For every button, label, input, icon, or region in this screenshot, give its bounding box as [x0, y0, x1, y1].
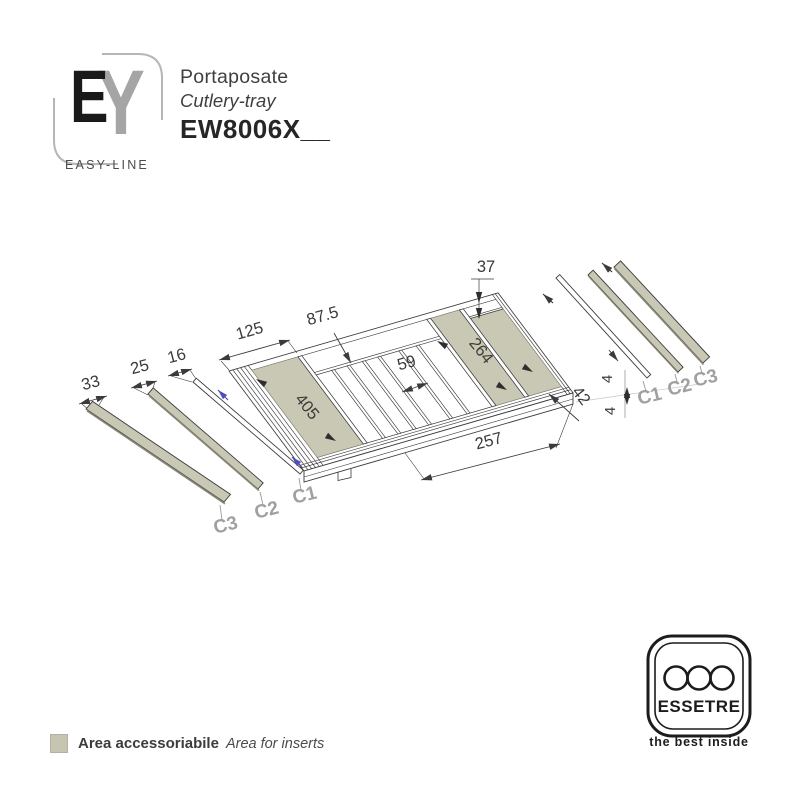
strip-label-right-c1: C1 — [635, 383, 664, 409]
dim-87-5: 87.5 — [305, 303, 341, 329]
logo-circle-icon — [663, 665, 689, 691]
tray-dividers — [297, 308, 530, 445]
dim-257: 257 — [473, 429, 504, 454]
dim-42: 42 — [568, 383, 593, 409]
side-strips-left — [85, 377, 304, 505]
dim-4-top: 4 — [599, 375, 616, 383]
dim-33: 33 — [80, 372, 102, 394]
model-code: EW8006X__ — [180, 114, 331, 144]
essetre-logo-icon: ESSETRE the best inside — [646, 634, 752, 749]
strip-label-left-c2: C2 — [252, 498, 281, 524]
legend-label-italian: Area accessoriabile — [78, 735, 219, 752]
strip-leaders-right — [642, 365, 703, 392]
tray-body — [228, 292, 574, 472]
legend-label-english: Area for inserts — [225, 735, 325, 752]
logo-letter-y: Y — [97, 52, 145, 154]
logo-letter-e: E — [70, 55, 109, 138]
strip-insert-arrows-right — [542, 262, 613, 304]
insert-area-swatch — [50, 734, 68, 753]
logo-easy-line-label: EASY-LINE — [65, 158, 149, 172]
strip-label-right-c2: C2 — [665, 375, 694, 401]
essetre-logo: ESSETRE the best inside — [645, 632, 757, 765]
dim-16: 16 — [166, 345, 188, 367]
easy-line-logo — [50, 50, 170, 170]
essetre-name: ESSETRE — [658, 697, 741, 716]
logo-frame-icon — [53, 53, 163, 165]
strip-label-left-c1: C1 — [290, 482, 319, 508]
strip-insert-arrows-left — [217, 389, 303, 468]
product-name-italian: Portaposate — [180, 66, 289, 88]
dim-4-bottom: 4 — [602, 407, 619, 415]
dim-125: 125 — [234, 319, 265, 344]
insert-area — [251, 308, 562, 458]
legend: Area accessoriabile Area for inserts — [50, 734, 324, 753]
strip-label-left-c3: C3 — [211, 513, 240, 539]
dim-37: 37 — [477, 258, 495, 276]
side-strips-right — [555, 260, 711, 379]
strip-label-right-c3: C3 — [691, 366, 720, 392]
logo-circle-icon — [709, 665, 735, 691]
logo-circle-icon — [686, 665, 712, 691]
dim-59: 59 — [395, 352, 418, 374]
essetre-tagline: the best inside — [649, 735, 749, 749]
product-name-english: Cutlery-tray — [180, 90, 276, 111]
strip-leaders-left — [219, 477, 302, 521]
dim-25: 25 — [129, 356, 151, 378]
